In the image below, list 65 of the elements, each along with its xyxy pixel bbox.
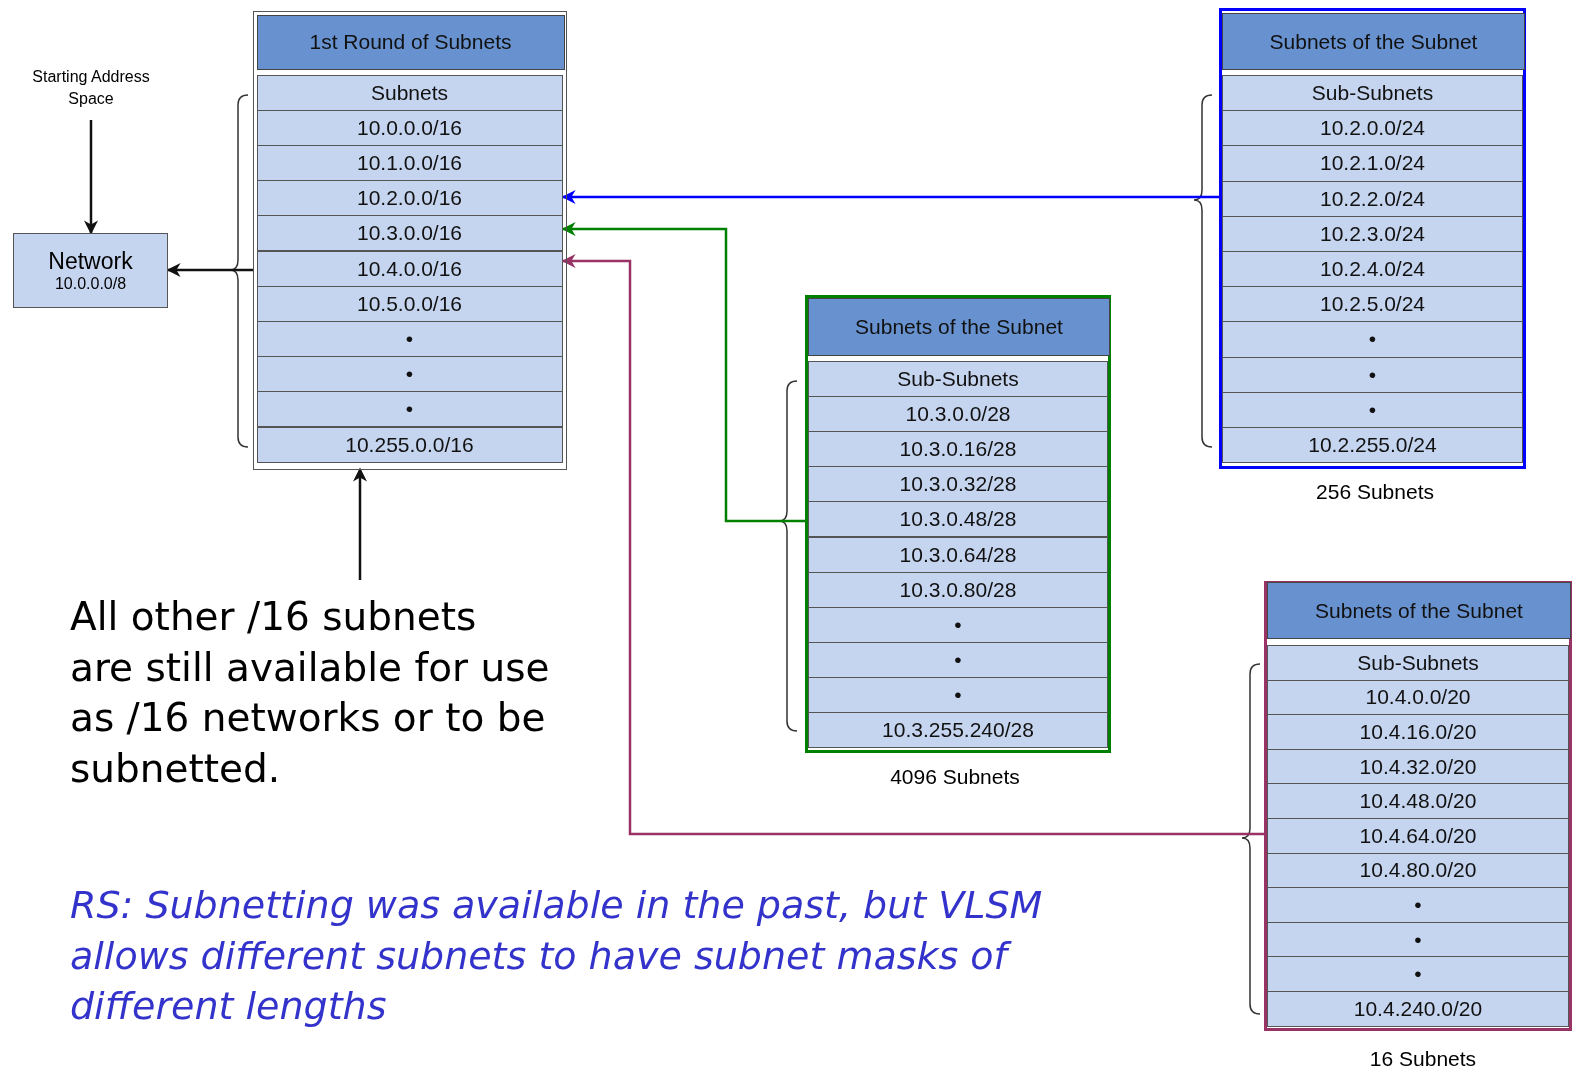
table-frame (1219, 8, 1526, 469)
table-row: 10.2.1.0/24 (1222, 145, 1523, 182)
table-row: • (1267, 887, 1569, 923)
table-row: 10.3.0.32/28 (808, 466, 1108, 503)
table-row: • (1222, 321, 1523, 358)
table-row: 10.2.0.0/16 (256, 180, 563, 217)
table-row: 10.2.3.0/24 (1222, 215, 1523, 252)
table-row: Sub-Subnets (1222, 75, 1523, 112)
table-row: 10.2.4.0/24 (1222, 251, 1523, 288)
table-row: 10.4.0.0/16 (256, 250, 563, 287)
table-frame (253, 11, 567, 470)
arrow (353, 467, 367, 580)
network-address: 10.0.0.0/8 (54, 274, 127, 293)
table-header: 1st Round of Subnets (256, 14, 565, 70)
subnet-count: 256 Subnets (1315, 480, 1435, 504)
table-row: • (1267, 956, 1569, 992)
table-row: • (256, 391, 563, 428)
remark-text: RS: Subnetting was available in the past, but VLSM allows different subnets to have subnet masks of different lengths (70, 882, 1044, 1031)
note-text: All other /16 subnets are still available for use as /16 networks or to be subnetted. (70, 592, 550, 802)
table-row: 10.255.0.0/16 (256, 426, 563, 463)
table-row: Sub-Subnets (1267, 645, 1569, 681)
table-row: 10.3.0.80/28 (808, 571, 1108, 608)
network-title: Network (48, 248, 133, 275)
table-row: 10.2.255.0/24 (1222, 427, 1523, 464)
subnet-count: 16 Subnets (1368, 1047, 1478, 1071)
arrow (84, 120, 98, 235)
arrow (561, 222, 805, 523)
table-row: 10.4.64.0/20 (1267, 818, 1569, 854)
table-row: • (1267, 921, 1569, 958)
subnet-count: 4096 Subnets (889, 765, 1021, 789)
table-row: 10.4.16.0/20 (1267, 714, 1569, 750)
table-row: 10.3.0.64/28 (808, 536, 1108, 573)
caption-text: Starting Address Space (10, 66, 172, 116)
table-row: 10.3.255.240/28 (808, 712, 1108, 749)
table-row: • (808, 641, 1108, 678)
table-row: Subnets (256, 74, 563, 111)
table-row: 10.3.0.0/28 (808, 396, 1108, 433)
table-frame (1264, 581, 1572, 1031)
table-row: 10.2.2.0/24 (1222, 180, 1523, 217)
table-row: • (256, 356, 563, 393)
table-row: 10.2.5.0/24 (1222, 286, 1523, 323)
table-row: 10.2.0.0/24 (1222, 110, 1523, 147)
network-box (13, 233, 168, 308)
table-row: • (1222, 356, 1523, 393)
table-row: • (808, 606, 1108, 643)
table-row: 10.3.0.0/16 (256, 215, 563, 252)
table-row: 10.0.0.0/16 (256, 109, 563, 146)
table-row: Sub-Subnets (808, 361, 1108, 398)
table-row: • (1222, 391, 1523, 428)
table-row: 10.4.48.0/20 (1267, 783, 1569, 819)
table-frame (805, 295, 1111, 753)
table-row: 10.3.0.48/28 (808, 501, 1108, 538)
arrow (561, 190, 1219, 204)
table-row: 10.4.240.0/20 (1267, 991, 1569, 1027)
arrow (166, 263, 253, 277)
table-row: 10.3.0.16/28 (808, 431, 1108, 468)
arrow (561, 254, 1264, 836)
table-row: • (808, 676, 1108, 713)
table-header: Subnets of the Subnet (1222, 13, 1525, 70)
table-header: Subnets of the Subnet (1267, 582, 1571, 639)
table-row: 10.5.0.0/16 (256, 285, 563, 322)
table-row: 10.4.0.0/20 (1267, 679, 1569, 716)
table-row: 10.4.32.0/20 (1267, 748, 1569, 785)
table-header: Subnets of the Subnet (808, 298, 1110, 356)
table-row: 10.4.80.0/20 (1267, 852, 1569, 889)
